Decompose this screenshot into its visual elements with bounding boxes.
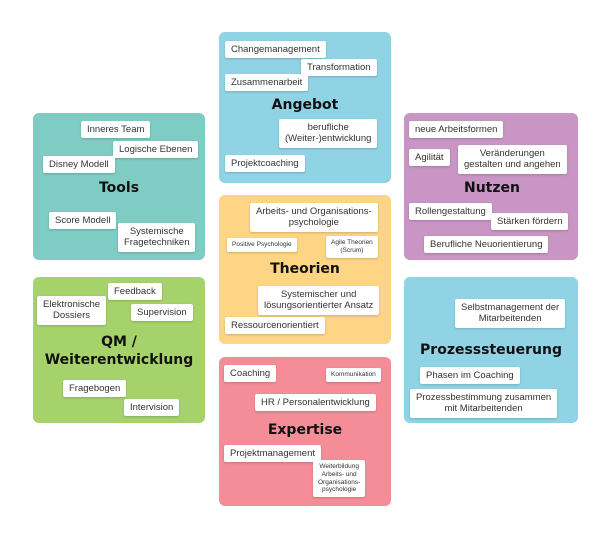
tag-hr-personalentwicklung: HR / Personalentwicklung: [255, 394, 376, 412]
tag-feedback: Feedback: [108, 283, 162, 301]
tag-changemanagement: Changemanagement: [225, 41, 326, 59]
tag-projektmanagement: Projektmanagement: [224, 445, 322, 463]
tag-elektronische-dossiers: Elektronische Dossiers: [37, 296, 107, 325]
tag-prozessbestimmung: Prozessbestimmung zusammen mit Mitarbeit…: [410, 389, 558, 418]
tag-zusammenarbeit: Zusammenarbeit: [225, 74, 309, 92]
tag-systemischer-ansatz: Systemischer und lösungsorientierter Ans…: [258, 286, 380, 315]
tag-intervision: Intervision: [124, 399, 180, 417]
tag-berufliche-entwicklung: berufliche (Weiter-)entwicklung: [279, 119, 378, 148]
tag-veraenderungen: Veränderungen gestalten und angehen: [458, 145, 567, 174]
tag-agile-theorien: Agile Theorien (Scrum): [326, 236, 378, 258]
angebot-title: Angebot: [271, 97, 339, 113]
tag-ressourcenorientiert: Ressourcenorientiert: [225, 317, 325, 335]
expertise-title: Expertise: [267, 422, 343, 438]
tag-disney-modell: Disney Modell: [43, 156, 115, 174]
nutzen-title: Nutzen: [464, 180, 520, 196]
tag-phasen-coaching: Phasen im Coaching: [420, 367, 520, 385]
tools-title: Tools: [98, 180, 140, 196]
tag-fragebogen: Fragebogen: [63, 380, 127, 398]
qm-title: QM / Weiterentwicklung: [44, 334, 194, 368]
tag-kommunikation: Kommunikation: [326, 368, 381, 382]
tag-arbeits-organisationspsychologie: Arbeits- und Organisations- psychologie: [250, 203, 378, 232]
tag-supervision: Supervision: [131, 304, 193, 322]
tag-score-modell: Score Modell: [49, 212, 117, 230]
tag-logische-ebenen: Logische Ebenen: [113, 141, 199, 159]
tag-agilitaet: Agilität: [409, 149, 450, 167]
tag-staerken-foerdern: Stärken fördern: [491, 213, 569, 231]
tag-neue-arbeitsformen: neue Arbeitsformen: [409, 121, 504, 139]
tag-transformation: Transformation: [301, 59, 377, 77]
theorien-title: Theorien: [270, 261, 340, 277]
tag-systemische-fragetechniken: Systemische Fragetechniken: [118, 223, 196, 252]
tag-projektcoaching: Projektcoaching: [225, 155, 305, 173]
tag-berufliche-neuorientierung: Berufliche Neuorientierung: [424, 236, 549, 254]
tag-inneres-team: Inneres Team: [81, 121, 151, 139]
tag-positive-psychologie: Positive Psychologie: [227, 238, 297, 252]
tag-coaching: Coaching: [224, 365, 277, 383]
tag-weiterbildung: Weiterbildung Arbeits- und Organisations…: [313, 460, 366, 498]
tag-selbstmanagement: Selbstmanagement der Mitarbeitenden: [455, 299, 566, 328]
tag-rollengestaltung: Rollengestaltung: [409, 203, 492, 221]
prozess-title: Prozesssteuerung: [420, 342, 562, 358]
